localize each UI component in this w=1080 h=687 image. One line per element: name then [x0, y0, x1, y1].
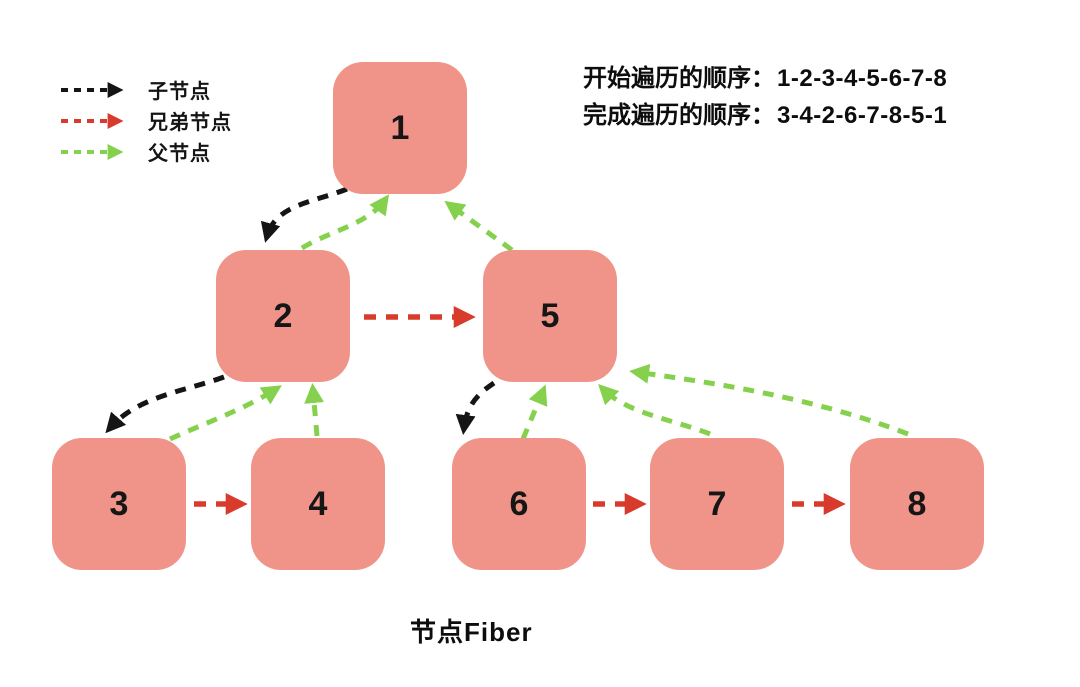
parent-arrow-3-2 [168, 385, 282, 442]
legend-label-child: 子节点 [148, 81, 211, 103]
start-order-label: 开始遍历的顺序： [583, 65, 775, 92]
child-arrow-icon [61, 81, 124, 98]
traversal-orders: 开始遍历的顺序：1-2-3-4-5-6-7-8 完成遍历的顺序：3-4-2-6-… [583, 60, 947, 134]
fiber-node-2: 2 [216, 250, 350, 382]
start-order-value: 1-2-3-4-5-6-7-8 [777, 65, 948, 92]
fiber-node-1: 1 [333, 62, 467, 194]
child-arrow-1-2 [260, 186, 348, 243]
start-order-line: 开始遍历的顺序：1-2-3-4-5-6-7-8 [583, 60, 947, 97]
parent-arrow-6-5 [520, 384, 548, 440]
parent-arrow-7-5 [598, 384, 711, 437]
fiber-node-8: 8 [850, 438, 984, 570]
legend-item-child: 子节点 [58, 74, 232, 105]
legend-label-sibling: 兄弟节点 [148, 112, 232, 134]
parent-arrow-2-1 [300, 194, 390, 251]
child-arrow-2-3 [105, 374, 225, 434]
sibling-arrow-icon [61, 112, 124, 129]
fiber-node-5: 5 [483, 250, 617, 382]
fiber-node-3: 3 [52, 438, 186, 570]
child-arrow-5-6 [455, 380, 496, 435]
parent-arrow-8-5 [629, 363, 909, 437]
fiber-node-4: 4 [251, 438, 385, 570]
finish-order-value: 3-4-2-6-7-8-5-1 [777, 102, 948, 129]
legend: 子节点 兄弟节点 父节点 [58, 74, 232, 167]
finish-order-label: 完成遍历的顺序： [583, 102, 775, 129]
parent-arrow-icon [61, 143, 124, 160]
parent-arrow-5-1 [444, 200, 514, 253]
finish-order-line: 完成遍历的顺序：3-4-2-6-7-8-5-1 [583, 97, 947, 134]
fiber-node-7: 7 [650, 438, 784, 570]
diagram-caption: 节点Fiber [410, 617, 533, 647]
parent-arrow-4-2 [304, 383, 325, 437]
legend-item-parent: 父节点 [58, 136, 232, 167]
legend-item-sibling: 兄弟节点 [58, 105, 232, 136]
legend-label-parent: 父节点 [148, 143, 211, 165]
fiber-node-6: 6 [452, 438, 586, 570]
